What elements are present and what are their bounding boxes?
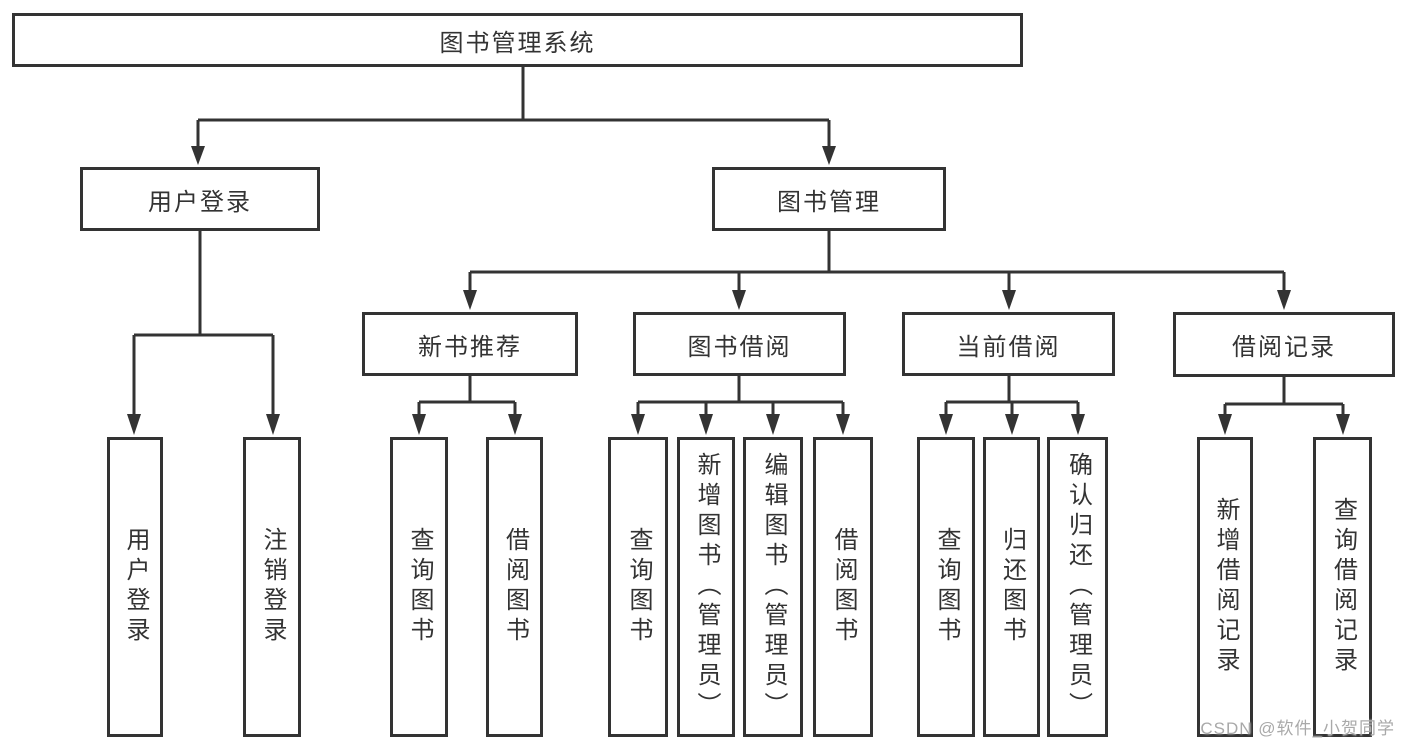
leaf-borrow-books-b: 借阅图书 [813,437,873,737]
node-root-label: 图书管理系统 [439,29,596,57]
node-book-mgmt: 图书管理 [712,167,946,231]
leaf-query-borrow-record-label: 查询借阅记录 [1329,497,1357,677]
watermark: CSDN @软件_小贺同学 [1200,719,1395,738]
leaf-logout-label: 注销登录 [259,527,286,647]
connector-book-mgmt-to-level3 [463,231,1291,310]
connector-current-borrow-children [939,376,1085,435]
leaf-confirm-return-admin-label: 确认归还（管理员） [1064,452,1092,722]
node-user-login: 用户登录 [80,167,320,231]
leaf-query-books-current-label: 查询图书 [933,527,960,647]
leaf-borrow-books-rec-label: 借阅图书 [501,527,529,647]
leaf-logout: 注销登录 [243,437,301,737]
leaf-user-login: 用户登录 [107,437,163,737]
node-book-borrow: 图书借阅 [633,312,846,376]
node-new-book-rec-label: 新书推荐 [418,333,522,361]
node-root: 图书管理系统 [12,13,1023,67]
leaf-confirm-return-admin: 确认归还（管理员） [1047,437,1108,737]
node-book-borrow-label: 图书借阅 [687,333,792,361]
node-borrow-records-label: 借阅记录 [1232,334,1336,361]
node-book-mgmt-label: 图书管理 [777,188,881,216]
leaf-query-books-borrow-label: 查询图书 [625,527,652,647]
node-current-borrow: 当前借阅 [902,312,1115,376]
leaf-edit-book-admin: 编辑图书（管理员） [743,437,803,737]
node-borrow-records: 借阅记录 [1173,312,1395,377]
connector-root-to-level2 [191,67,836,165]
leaf-edit-book-admin-label: 编辑图书（管理员） [760,452,787,722]
leaf-return-book-label: 归还图书 [998,527,1026,647]
connector-user-login-children [127,231,280,435]
leaf-query-books-borrow: 查询图书 [608,437,668,737]
leaf-add-borrow-record: 新增借阅记录 [1197,437,1253,737]
leaf-add-book-admin: 新增图书（管理员） [677,437,735,737]
node-current-borrow-label: 当前借阅 [956,333,1061,361]
leaf-query-books-current: 查询图书 [917,437,975,737]
node-new-book-rec: 新书推荐 [362,312,578,376]
leaf-return-book: 归还图书 [983,437,1040,737]
leaf-add-borrow-record-label: 新增借阅记录 [1212,497,1239,677]
connector-borrow-records-children [1218,377,1350,435]
leaf-add-book-admin-label: 新增图书（管理员） [693,452,720,722]
leaf-borrow-books-b-label: 借阅图书 [830,527,857,647]
leaf-query-borrow-record: 查询借阅记录 [1313,437,1372,737]
connector-book-borrow-children [631,376,850,435]
node-user-login-label: 用户登录 [148,188,252,216]
leaf-query-books-rec: 查询图书 [390,437,448,737]
connector-new-book-rec-children [412,376,522,435]
leaf-user-login-label: 用户登录 [122,527,149,647]
leaf-query-books-rec-label: 查询图书 [406,527,433,647]
leaf-borrow-books-rec: 借阅图书 [486,437,543,737]
